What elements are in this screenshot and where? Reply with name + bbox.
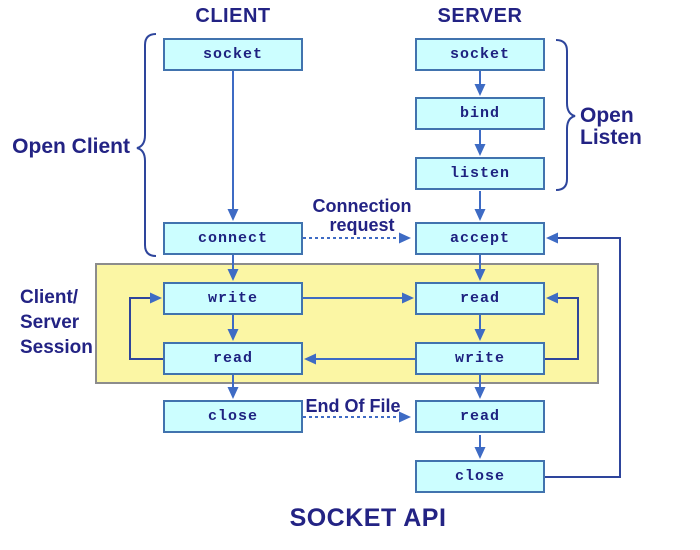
client-write-box: write bbox=[163, 282, 303, 315]
connection-request-line1: Connection bbox=[312, 196, 412, 216]
client-socket-box: socket bbox=[163, 38, 303, 71]
connection-request-line2: request bbox=[329, 215, 395, 235]
server-read-box: read bbox=[415, 282, 545, 315]
loop-server-close-to-accept bbox=[545, 232, 621, 478]
session-label-line3: Session bbox=[20, 337, 93, 358]
server-bind-box: bind bbox=[415, 97, 545, 130]
client-close-box: close bbox=[163, 400, 303, 433]
open-listen-label: Open Listen bbox=[580, 104, 642, 150]
diagram-title: SOCKET API bbox=[289, 504, 447, 532]
open-client-brace bbox=[136, 33, 157, 257]
open-listen-brace bbox=[555, 39, 576, 191]
client-read-box: read bbox=[163, 342, 303, 375]
open-client-label: Open Client bbox=[12, 135, 130, 158]
client-server-session-label: Client/ Server Session bbox=[20, 285, 93, 360]
end-of-file-label: End Of File bbox=[305, 396, 401, 416]
server-read2-box: read bbox=[415, 400, 545, 433]
server-column-title: SERVER bbox=[437, 5, 523, 27]
session-label-line2: Server bbox=[20, 312, 80, 333]
loop-client-read-to-write bbox=[129, 292, 163, 360]
client-column-title: CLIENT bbox=[195, 5, 271, 27]
server-write-box: write bbox=[415, 342, 545, 375]
server-accept-box: accept bbox=[415, 222, 545, 255]
loop-server-write-to-read bbox=[545, 292, 579, 360]
session-label-line1: Client/ bbox=[20, 287, 79, 308]
server-socket-box: socket bbox=[415, 38, 545, 71]
connection-request-label: Connection request bbox=[300, 197, 424, 235]
client-connect-box: connect bbox=[163, 222, 303, 255]
server-listen-box: listen bbox=[415, 157, 545, 190]
server-close-box: close bbox=[415, 460, 545, 493]
